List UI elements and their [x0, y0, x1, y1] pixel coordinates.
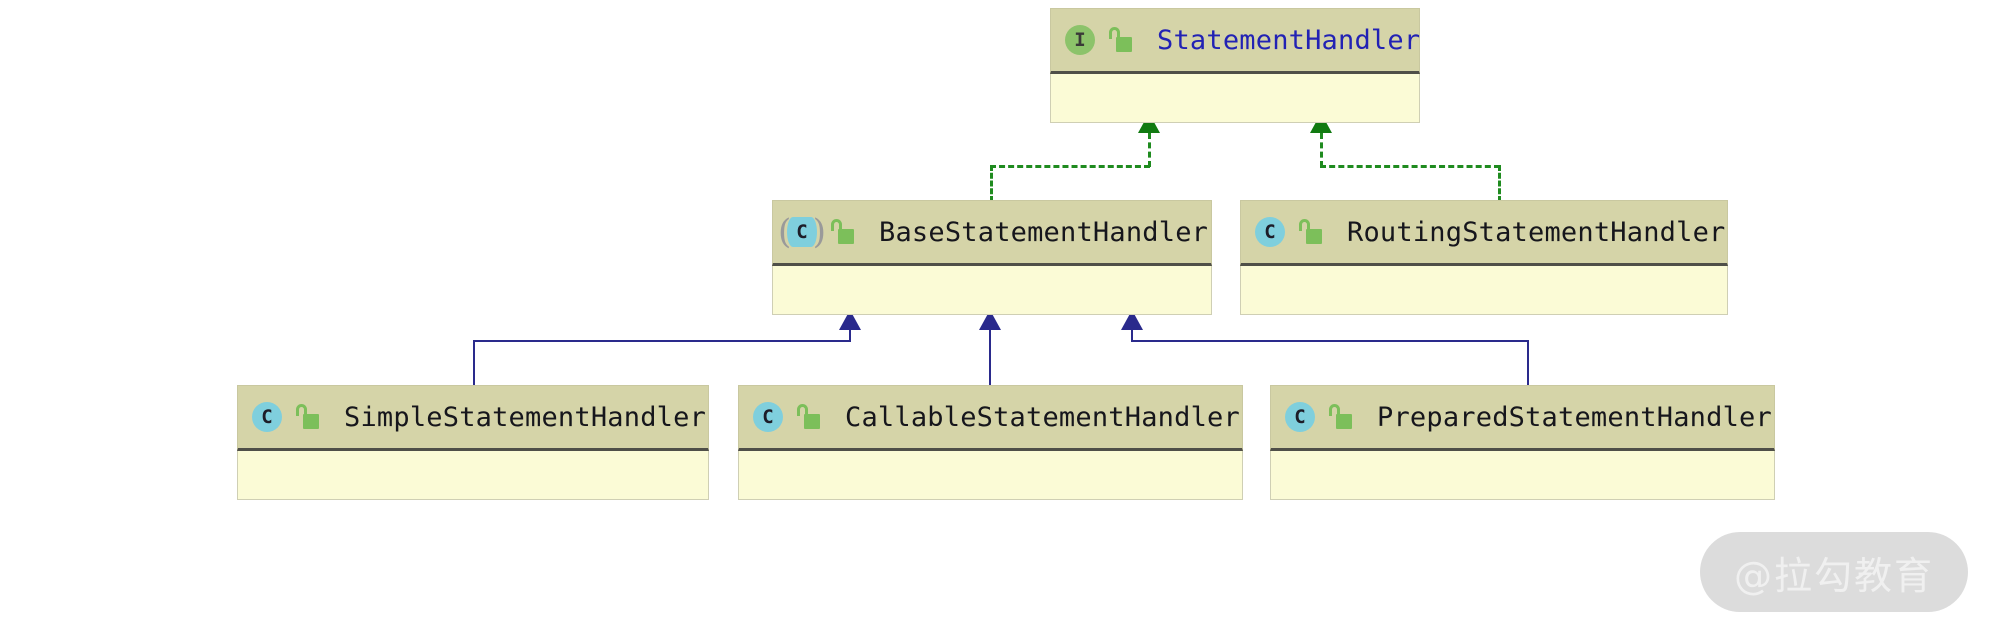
uml-node-members: [1240, 266, 1728, 315]
uml-node-header: C SimpleStatementHandler: [237, 385, 709, 451]
uml-node-title: SimpleStatementHandler: [344, 401, 707, 433]
interface-icon: I: [1065, 25, 1095, 55]
class-icon: C: [753, 402, 783, 432]
watermark: @拉勾教育: [1700, 532, 1968, 612]
unlock-icon: [1109, 27, 1133, 53]
unlock-icon: [1329, 404, 1353, 430]
uml-node-prepared-statement-handler[interactable]: C PreparedStatementHandler: [1270, 385, 1775, 500]
edge-segment-horizontal: [1320, 165, 1500, 168]
uml-node-header: C RoutingStatementHandler: [1240, 200, 1728, 266]
uml-node-title: PreparedStatementHandler: [1377, 401, 1772, 433]
class-icon: C: [1285, 402, 1315, 432]
inheritance-arrowhead: [979, 310, 1001, 330]
class-icon: C: [787, 217, 817, 247]
abstract-class-marker: C: [787, 217, 817, 247]
unlock-icon: [296, 404, 320, 430]
uml-node-simple-statement-handler[interactable]: C SimpleStatementHandler: [237, 385, 709, 500]
stereotype-icon-group: C: [753, 402, 783, 432]
class-icon: C: [1255, 217, 1285, 247]
uml-node-routing-statement-handler[interactable]: C RoutingStatementHandler: [1240, 200, 1728, 315]
uml-node-header: I StatementHandler: [1050, 8, 1420, 74]
stereotype-icon-group: C: [252, 402, 282, 432]
edge-segment-vertical: [1498, 165, 1501, 202]
uml-node-members: [738, 451, 1243, 500]
unlock-icon: [797, 404, 821, 430]
edge-segment-vertical: [1131, 330, 1133, 342]
unlock-icon: [831, 219, 855, 245]
edge-segment-vertical: [1148, 133, 1151, 167]
uml-node-header: C CallableStatementHandler: [738, 385, 1243, 451]
inheritance-arrowhead: [1121, 310, 1143, 330]
edge-segment-vertical: [849, 330, 851, 342]
uml-node-base-statement-handler[interactable]: C BaseStatementHandler: [772, 200, 1212, 315]
uml-node-title: BaseStatementHandler: [879, 216, 1209, 248]
uml-node-members: [1270, 451, 1775, 500]
uml-node-title: CallableStatementHandler: [845, 401, 1240, 433]
uml-node-members: [1050, 74, 1420, 123]
uml-node-header: C PreparedStatementHandler: [1270, 385, 1775, 451]
uml-node-statement-handler[interactable]: I StatementHandler: [1050, 8, 1420, 123]
edge-segment-vertical: [1527, 340, 1529, 385]
edge-segment-vertical: [473, 340, 475, 385]
uml-node-callable-statement-handler[interactable]: C CallableStatementHandler: [738, 385, 1243, 500]
edge-segment-horizontal: [1131, 340, 1529, 342]
uml-node-title: StatementHandler: [1157, 24, 1421, 56]
uml-node-members: [237, 451, 709, 500]
uml-node-title: RoutingStatementHandler: [1347, 216, 1726, 248]
stereotype-icon-group: C: [787, 217, 817, 247]
edge-segment-horizontal: [990, 165, 1150, 168]
edge-segment-vertical: [990, 165, 993, 202]
inheritance-arrowhead: [839, 310, 861, 330]
class-icon: C: [252, 402, 282, 432]
edge-segment-horizontal: [473, 340, 851, 342]
stereotype-icon-group: I: [1065, 25, 1095, 55]
edge-segment-vertical: [989, 330, 991, 385]
edge-segment-vertical: [1320, 133, 1323, 167]
stereotype-icon-group: C: [1285, 402, 1315, 432]
uml-node-members: [772, 266, 1212, 315]
unlock-icon: [1299, 219, 1323, 245]
stereotype-icon-group: C: [1255, 217, 1285, 247]
uml-node-header: C BaseStatementHandler: [772, 200, 1212, 266]
